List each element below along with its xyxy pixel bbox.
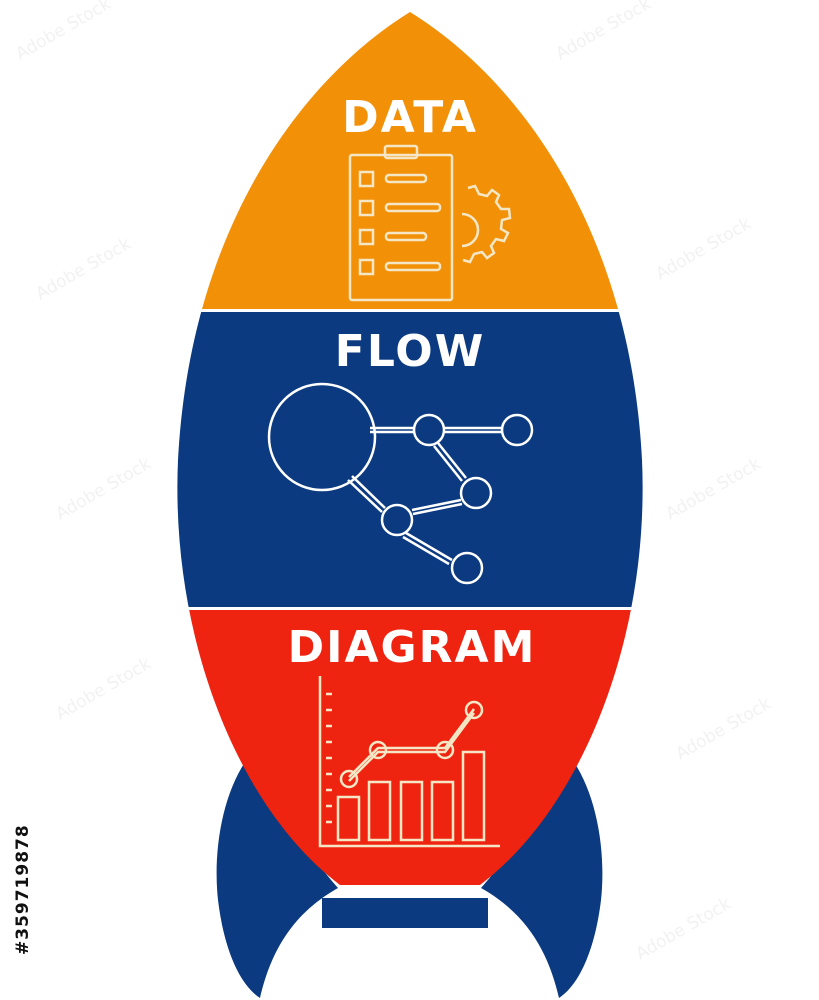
diagram-label: DIAGRAM [288, 622, 537, 673]
watermark-text: Adobe Stock [553, 0, 655, 64]
node-network-icon [267, 382, 534, 585]
watermark-text: Adobe Stock [653, 214, 755, 285]
middle-band [177, 312, 643, 607]
right-fin [481, 742, 603, 998]
watermark-text: Adobe Stock [13, 0, 115, 64]
watermark-text: Adobe Stock [633, 894, 735, 965]
stock-id-caption: #359719878 [13, 824, 33, 955]
watermark-text: Adobe Stock [33, 234, 135, 305]
flow-label: FLOW [335, 326, 485, 377]
clipboard-gear-icon [348, 144, 512, 302]
data-label: DATA [342, 92, 478, 143]
left-fin [216, 742, 338, 998]
stock-id-text: #359719878 [13, 824, 33, 955]
watermark-text: Adobe Stock [53, 454, 155, 525]
exhaust-bar [322, 898, 488, 928]
watermark-text: Adobe Stock [673, 694, 775, 765]
growth-chart-icon [318, 676, 500, 848]
watermark-text: Adobe Stock [53, 654, 155, 725]
watermark-text: Adobe Stock [663, 454, 765, 525]
